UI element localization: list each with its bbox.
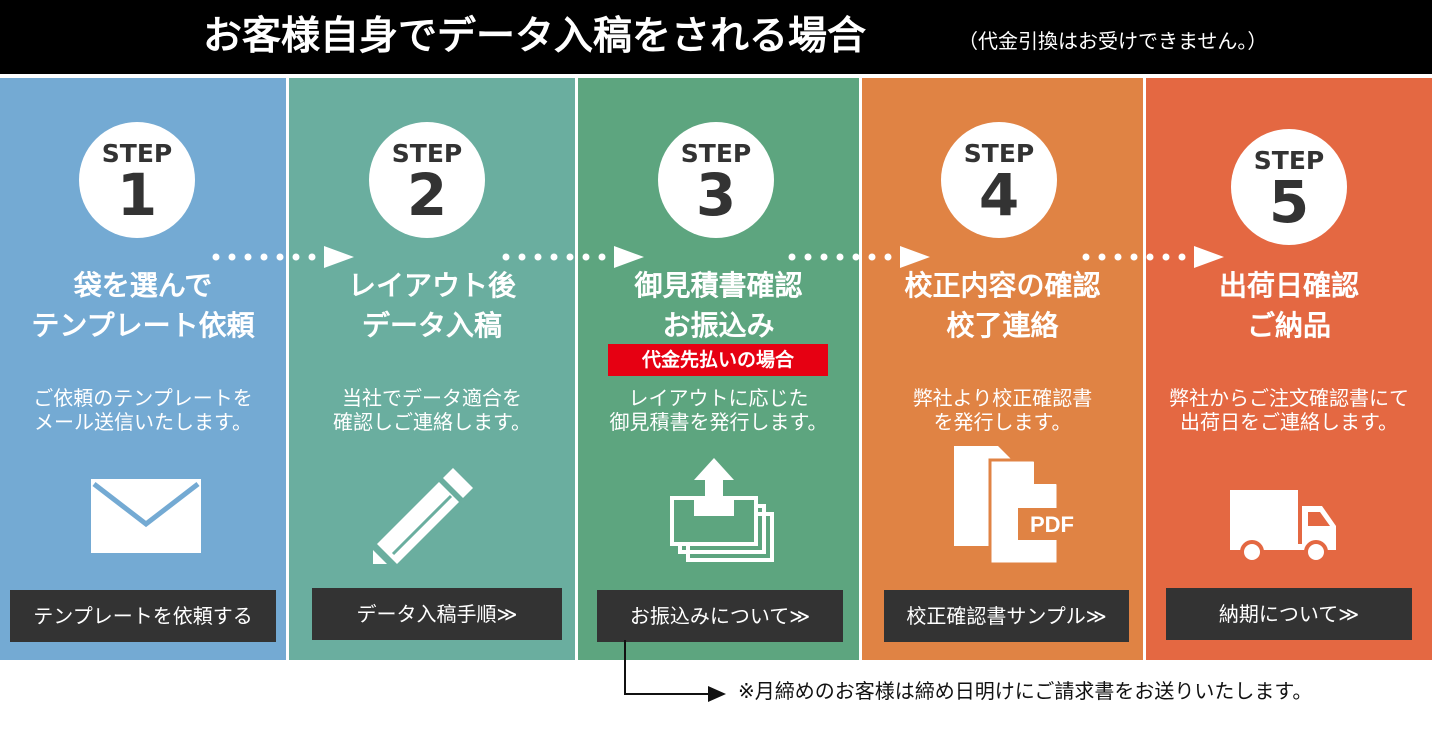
delivery-info-button[interactable]: 納期について≫ bbox=[1166, 588, 1412, 640]
request-template-button[interactable]: テンプレートを依頼する bbox=[10, 590, 276, 642]
step-desc-line: 当社でデータ適合を bbox=[342, 386, 522, 410]
step-number: 4 bbox=[978, 161, 1020, 229]
upload-tray-icon bbox=[670, 458, 774, 562]
billing-footnote: ※月締めのお客様は締め日明けにご請求書をお送りいたします。 bbox=[738, 679, 1313, 703]
step-title-line: データ入稿 bbox=[361, 309, 502, 342]
step-3-title: 御見積書確認 お振込み bbox=[578, 266, 859, 346]
step-desc-line: メール送信いたします。 bbox=[34, 410, 252, 434]
arrow-step3-to-step4 bbox=[788, 246, 930, 268]
step-title-line: 出荷日確認 bbox=[1218, 269, 1359, 302]
pencil-icon bbox=[373, 468, 473, 564]
step-desc-line: 弊社からご注文確認書にて bbox=[1169, 386, 1409, 410]
truck-icon bbox=[1230, 490, 1336, 564]
step-desc-line: を発行します。 bbox=[933, 410, 1072, 434]
step-title-line: ご納品 bbox=[1246, 309, 1331, 342]
arrow-step4-to-step5 bbox=[1082, 246, 1224, 268]
footnote-connector-arrow bbox=[624, 640, 726, 702]
step-title-line: レイアウト後 bbox=[347, 269, 516, 302]
step-3-description: レイアウトに応じた 御見積書を発行します。 bbox=[578, 386, 859, 434]
step-title-line: 御見積書確認 bbox=[634, 269, 803, 302]
step-2-description: 当社でデータ適合を 確認しご連絡します。 bbox=[289, 386, 575, 434]
arrow-step1-to-step2 bbox=[212, 246, 354, 268]
step-title-line: テンプレート依頼 bbox=[31, 309, 255, 342]
step-4-description: 弊社より校正確認書 を発行します。 bbox=[862, 386, 1143, 434]
pdf-document-icon: PDF bbox=[954, 446, 1086, 564]
step-label: STEP bbox=[391, 139, 463, 168]
envelope-icon bbox=[91, 479, 201, 553]
step-2-badge: STEP 2 bbox=[369, 122, 485, 238]
step-3-badge: STEP 3 bbox=[658, 122, 774, 238]
step-title-line: 袋を選んで bbox=[73, 269, 213, 302]
proof-sample-button[interactable]: 校正確認書サンプル≫ bbox=[884, 590, 1129, 642]
bank-transfer-info-button[interactable]: お振込みについて≫ bbox=[597, 590, 843, 642]
step-title-line: 校正内容の確認 bbox=[904, 269, 1101, 302]
steps-container: STEP 1 袋を選んで テンプレート依頼 ご依頼のテンプレートを メール送信い… bbox=[0, 78, 1432, 660]
step-title-line: お振込み bbox=[662, 309, 775, 342]
step-2-title: レイアウト後 データ入稿 bbox=[289, 266, 575, 346]
header-banner: お客様自身でデータ入稿をされる場合 （代金引換はお受けできません。） bbox=[0, 0, 1432, 74]
step-1-description: ご依頼のテンプレートを メール送信いたします。 bbox=[0, 386, 286, 434]
step-5-description: 弊社からご注文確認書にて 出荷日をご連絡します。 bbox=[1146, 386, 1432, 434]
prepayment-tag: 代金先払いの場合 bbox=[608, 344, 828, 376]
arrow-step2-to-step3 bbox=[502, 246, 644, 268]
step-4-badge: STEP 4 bbox=[941, 122, 1057, 238]
step-4-panel: STEP 4 校正内容の確認 校了連絡 弊社より校正確認書 を発行します。 PD… bbox=[862, 78, 1143, 660]
step-number: 2 bbox=[406, 161, 448, 229]
step-label: STEP bbox=[680, 139, 752, 168]
step-desc-line: レイアウトに応じた bbox=[628, 386, 809, 410]
step-desc-line: 弊社より校正確認書 bbox=[912, 386, 1093, 410]
step-title-line: 校了連絡 bbox=[946, 309, 1059, 342]
step-1-badge: STEP 1 bbox=[79, 122, 195, 238]
step-desc-line: ご依頼のテンプレートを bbox=[33, 386, 253, 410]
step-label: STEP bbox=[963, 139, 1035, 168]
data-submission-guide-button[interactable]: データ入稿手順≫ bbox=[312, 588, 562, 640]
step-label: STEP bbox=[1253, 146, 1325, 175]
step-1-panel: STEP 1 袋を選んで テンプレート依頼 ご依頼のテンプレートを メール送信い… bbox=[0, 78, 286, 660]
step-desc-line: 確認しご連絡します。 bbox=[333, 410, 531, 434]
step-number: 5 bbox=[1268, 168, 1310, 236]
step-number: 1 bbox=[116, 161, 158, 229]
step-2-panel: STEP 2 レイアウト後 データ入稿 当社でデータ適合を 確認しご連絡します。… bbox=[289, 78, 575, 660]
step-number: 3 bbox=[695, 161, 737, 229]
pdf-label: PDF bbox=[1030, 512, 1074, 537]
step-label: STEP bbox=[101, 139, 173, 168]
step-5-panel: STEP 5 出荷日確認 ご納品 弊社からご注文確認書にて 出荷日をご連絡します… bbox=[1146, 78, 1432, 660]
step-desc-line: 出荷日をご連絡します。 bbox=[1180, 410, 1398, 434]
step-4-title: 校正内容の確認 校了連絡 bbox=[862, 266, 1143, 346]
step-1-title: 袋を選んで テンプレート依頼 bbox=[0, 266, 286, 346]
step-desc-line: 御見積書を発行します。 bbox=[609, 410, 828, 434]
step-3-panel: STEP 3 御見積書確認 お振込み 代金先払いの場合 レイアウトに応じた 御見… bbox=[578, 78, 859, 660]
step-5-badge: STEP 5 bbox=[1231, 129, 1347, 245]
step-5-title: 出荷日確認 ご納品 bbox=[1146, 266, 1432, 346]
page-title: お客様自身でデータ入稿をされる場合 bbox=[203, 14, 867, 59]
header-note: （代金引換はお受けできません。） bbox=[958, 29, 1268, 53]
